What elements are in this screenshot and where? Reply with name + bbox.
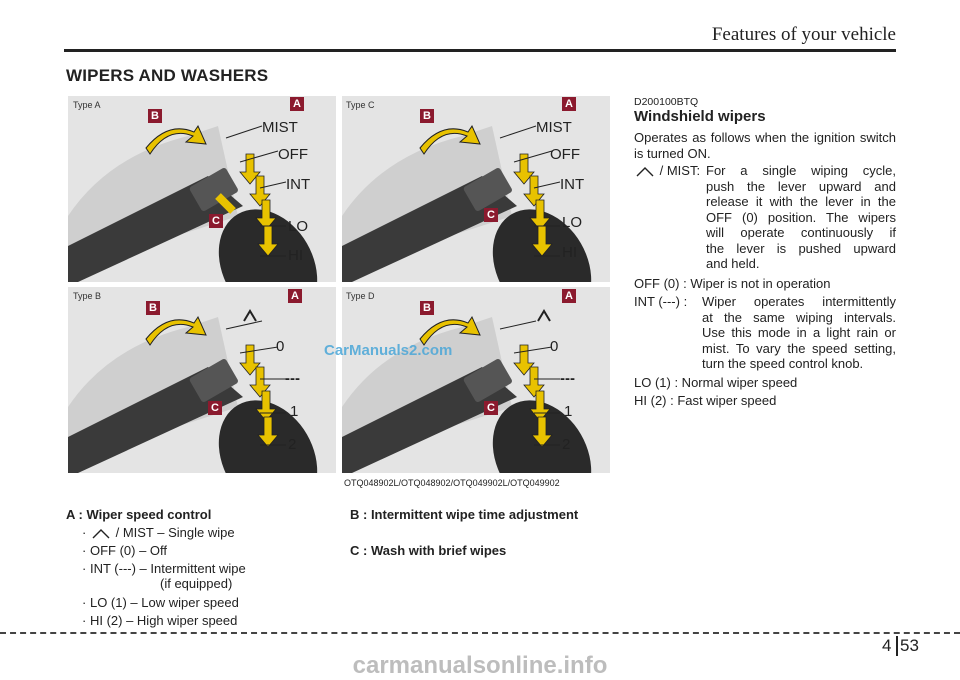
tag-c: C bbox=[484, 401, 498, 415]
tag-a: A bbox=[288, 289, 302, 303]
int-head: INT (---) : bbox=[634, 294, 688, 309]
label-off: OFF bbox=[550, 146, 580, 163]
mist-line: the lever is pushed upward bbox=[706, 240, 896, 256]
mist-line: For a single wiping cycle, bbox=[706, 163, 896, 178]
mist-head: / MIST: bbox=[634, 163, 700, 179]
mist-line: push the lever upward and bbox=[706, 178, 896, 194]
wiper-lever-illustration-c bbox=[342, 124, 592, 282]
tag-b: B bbox=[148, 109, 162, 123]
label-lo-1: 1 bbox=[564, 403, 573, 420]
label-off-0: 0 bbox=[276, 338, 285, 355]
footer-watermark: carmanualsonline.info bbox=[352, 652, 608, 679]
label-mist: MIST bbox=[536, 119, 572, 136]
tag-b: B bbox=[146, 301, 160, 315]
legend-a-item-off: · OFF (0) – Off bbox=[82, 543, 168, 558]
bullet: · bbox=[82, 561, 87, 576]
bullet: · bbox=[82, 525, 87, 540]
type-label-d: Type D bbox=[346, 291, 375, 301]
label-int-dashes: --- bbox=[560, 370, 575, 387]
legend-a-item-mist: · / MIST – Single wipe bbox=[82, 525, 235, 540]
header-rule bbox=[64, 49, 896, 52]
footer-rule bbox=[0, 632, 960, 634]
tag-c: C bbox=[209, 214, 223, 228]
figure-caption: OTQ048902L/OTQ048902/OTQ049902L/OTQ04990… bbox=[344, 478, 560, 488]
watermark-site: CarManuals2.com bbox=[324, 342, 453, 359]
label-lo: LO bbox=[288, 218, 309, 235]
type-label-c: Type C bbox=[346, 100, 375, 110]
label-hi-2: 2 bbox=[288, 436, 297, 453]
legend-a-item-int: · INT (---) – Intermittent wipe bbox=[82, 561, 246, 576]
bullet: · bbox=[82, 543, 87, 558]
bullet: · bbox=[82, 613, 87, 628]
tag-a: A bbox=[562, 97, 576, 111]
figure-type-a bbox=[68, 96, 336, 282]
figure-type-b bbox=[68, 287, 336, 473]
page-separator bbox=[896, 636, 898, 656]
figure-type-c bbox=[342, 96, 610, 282]
chapter-number: 4 bbox=[882, 636, 892, 655]
mist-caret-icon bbox=[92, 528, 110, 539]
legend-b-title: B : Intermittent wipe time adjustment bbox=[350, 507, 579, 522]
label-off: OFF bbox=[278, 146, 308, 163]
mist-line: OFF (0) position. The wipers bbox=[706, 209, 896, 225]
lo-line: LO (1) : Normal wiper speed bbox=[634, 375, 798, 390]
wiper-lever-illustration-a bbox=[68, 124, 318, 282]
type-label-b: Type B bbox=[73, 291, 102, 301]
label-off-0: 0 bbox=[550, 338, 559, 355]
label-hi-2: 2 bbox=[562, 436, 571, 453]
bullet: · bbox=[82, 595, 87, 610]
int-line: at the same wiping intervals. bbox=[702, 309, 896, 325]
off-line: OFF (0) : Wiper is not in operation bbox=[634, 276, 831, 291]
wiper-lever-illustration-d bbox=[342, 309, 592, 473]
tag-c: C bbox=[208, 401, 222, 415]
label-int-dashes: --- bbox=[285, 370, 300, 387]
tag-c: C bbox=[484, 208, 498, 222]
legend-a-title: A : Wiper speed control bbox=[66, 507, 212, 522]
label-lo-1: 1 bbox=[290, 403, 299, 420]
mist-caret-icon bbox=[636, 166, 654, 177]
subsection-title: Windshield wipers bbox=[634, 108, 766, 125]
doc-code: D200100BTQ bbox=[634, 96, 699, 108]
legend-c-title: C : Wash with brief wipes bbox=[350, 543, 507, 558]
label-hi: HI bbox=[288, 247, 303, 264]
hi-line: HI (2) : Fast wiper speed bbox=[634, 393, 777, 408]
running-header: Features of your vehicle bbox=[711, 24, 896, 45]
label-hi: HI bbox=[562, 244, 577, 261]
legend-a-item-lo: · LO (1) – Low wiper speed bbox=[82, 595, 239, 610]
int-line: mist. To vary the speed setting, bbox=[702, 340, 896, 356]
int-line: turn the speed control knob. bbox=[702, 356, 864, 371]
section-title: WIPERS AND WASHERS bbox=[66, 66, 269, 85]
page-number: 53 bbox=[900, 636, 919, 655]
label-int: INT bbox=[286, 176, 311, 193]
label-mist: MIST bbox=[262, 119, 298, 136]
mist-line: will operate continuously if bbox=[706, 225, 896, 240]
wiper-lever-illustration-b bbox=[68, 309, 318, 473]
legend-a-item-hi: · HI (2) – High wiper speed bbox=[82, 613, 238, 628]
label-lo: LO bbox=[562, 214, 583, 231]
tag-b: B bbox=[420, 301, 434, 315]
legend-a-note: (if equipped) bbox=[160, 576, 233, 591]
figure-type-d bbox=[342, 287, 610, 473]
mist-line: and held. bbox=[706, 256, 760, 271]
intro-paragraph: Operates as follows when the ignition sw… bbox=[634, 130, 896, 161]
int-line: Use this mode in a light rain or bbox=[702, 325, 896, 340]
type-label-a: Type A bbox=[73, 100, 101, 110]
label-int: INT bbox=[560, 176, 585, 193]
tag-a: A bbox=[562, 289, 576, 303]
tag-b: B bbox=[420, 109, 434, 123]
tag-a: A bbox=[290, 97, 304, 111]
int-line: Wiper operates intermittently bbox=[702, 294, 896, 309]
mist-line: release it with the lever in the bbox=[706, 194, 896, 209]
